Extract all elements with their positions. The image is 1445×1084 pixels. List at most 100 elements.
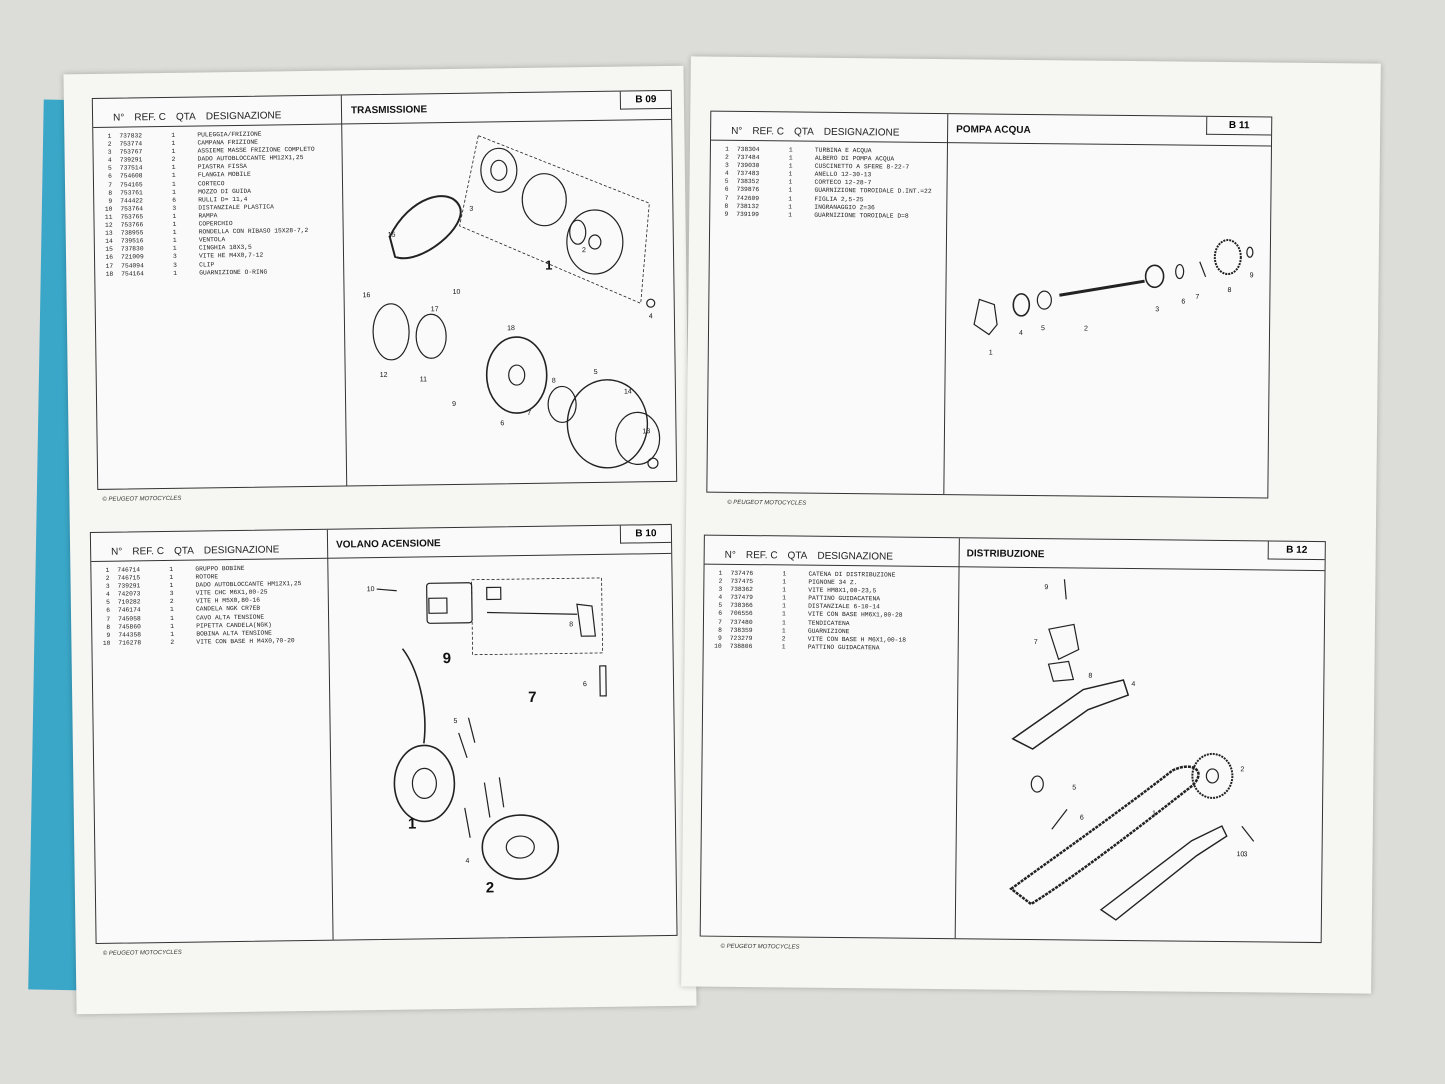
list-item-n: 3	[718, 585, 723, 593]
callout-13: 13	[642, 428, 650, 435]
col-designazione: DESIGNAZIONE	[205, 110, 282, 123]
list-item-qta: 2	[170, 638, 175, 646]
col-n: N°	[113, 112, 125, 124]
column-divider	[326, 529, 334, 940]
list-item-n: 8	[108, 189, 113, 197]
panel-title: VOLANO ACENSIONE	[335, 538, 441, 551]
list-item-qta: 1	[788, 195, 793, 203]
panel-title: POMPA ACQUA	[956, 124, 1031, 136]
callout-16: 16	[363, 292, 371, 299]
list-item-n: 6	[108, 173, 112, 181]
callout-4: 4	[1131, 681, 1135, 688]
list-item-n: 10	[714, 642, 722, 650]
list-item-desc: CLIP	[199, 260, 215, 268]
list-item-n: 9	[717, 634, 722, 642]
list-item-n: 5	[718, 602, 723, 610]
callout-5: 5	[453, 718, 457, 725]
list-item-n: 2	[105, 574, 110, 582]
col-n: N°	[724, 549, 736, 561]
list-item-n: 6	[106, 607, 111, 615]
right-page: N° REF. C QTA DESIGNAZIONE POMPA ACQUA B…	[681, 56, 1381, 994]
list-item-ref: 739199	[736, 210, 759, 218]
list-item-n: 1	[725, 145, 729, 153]
list-item-qta: 1	[782, 594, 787, 602]
callout-9: 9	[452, 401, 456, 408]
list-item-desc: VITE CON BASE H M4X0,70-20	[196, 637, 295, 646]
panel-footer: © PEUGEOT MOTOCYCLES	[102, 495, 182, 503]
list-item-desc: VITE HE M4X0,7-12	[198, 252, 264, 260]
list-item-n: 2	[718, 577, 723, 585]
panel-code: B 12	[1267, 541, 1325, 561]
callout-9: 9	[443, 650, 452, 667]
list-item-desc: RAMPA	[198, 212, 218, 220]
pompa-acqua-diagram: 1 2 3 4 5 6 7 8 9	[973, 239, 1254, 357]
panel-code: B 10	[619, 524, 672, 544]
callout-2: 2	[486, 879, 495, 896]
list-item-n: 1	[107, 132, 112, 140]
list-item-n: 9	[106, 631, 111, 639]
column-headers: N° REF. C QTA DESIGNAZIONE	[705, 536, 975, 567]
list-item-qta: 1	[788, 211, 793, 219]
list-item-qta: 1	[173, 269, 178, 277]
list-item-ref: 754164	[121, 269, 144, 278]
column-divider	[943, 114, 949, 495]
callout-17: 17	[431, 306, 439, 313]
list-item-n: 8	[724, 202, 729, 210]
col-qta: QTA	[173, 545, 194, 557]
col-ref: REF. C	[752, 126, 785, 138]
list-item-qta: 1	[782, 578, 787, 586]
list-item-desc: GRUPPO BOBINE	[195, 564, 245, 573]
callout-5: 5	[1041, 325, 1045, 332]
column-headers: N° REF. C QTA DESIGNAZIONE	[711, 112, 961, 143]
list-item-n: 16	[105, 254, 114, 262]
callout-6: 6	[583, 681, 587, 688]
panel-footer: © PEUGEOT MOTOCYCLES	[102, 949, 182, 957]
callout-7: 7	[1195, 294, 1199, 301]
list-item-qta: 1	[782, 602, 786, 610]
list-item-n: 7	[724, 194, 729, 202]
list-item-n: 10	[104, 205, 113, 213]
list-item-n: 3	[724, 161, 729, 170]
list-item-ref: 716278	[118, 639, 142, 647]
list-item-n: 18	[105, 270, 114, 278]
col-designazione: DESIGNAZIONE	[203, 544, 280, 557]
list-item: 18 754164 1 GUARNIZIONE O-RING	[99, 267, 316, 278]
col-ref: REF. C	[132, 546, 165, 558]
list-item-n: 3	[107, 148, 112, 156]
callout-3: 3	[469, 206, 473, 213]
col-n: N°	[731, 125, 743, 137]
col-designazione: DESIGNAZIONE	[823, 126, 900, 139]
list-item-qta: 1	[788, 170, 793, 178]
list-item-n: 4	[718, 594, 723, 602]
list-item-qta: 1	[782, 610, 786, 618]
callout-2: 2	[1240, 766, 1244, 773]
callout-4: 4	[1019, 330, 1023, 337]
list-item-desc: GUARNIZIONE O-RING	[199, 268, 268, 277]
callout-7: 7	[1034, 639, 1038, 646]
col-qta: QTA	[787, 550, 808, 562]
callout-7: 7	[527, 410, 531, 417]
list-item-qta: 1	[782, 586, 787, 594]
list-item-qta: 1	[788, 146, 793, 154]
list-item-n: 7	[718, 618, 723, 626]
column-divider	[954, 538, 960, 939]
left-page: N° REF. C QTA DESIGNAZIONE TRASMISSIONE …	[63, 65, 697, 1015]
callout-11: 11	[420, 376, 427, 383]
list-item-qta: 1	[788, 162, 793, 170]
list-item-n: 6	[724, 186, 729, 194]
callout-1: 1	[1152, 810, 1156, 817]
list-item-n: 8	[106, 623, 111, 631]
callout-8: 8	[1088, 673, 1092, 680]
callout-8: 8	[569, 621, 573, 628]
callout-15: 15	[388, 232, 396, 239]
column-headers: N° REF. C QTA DESIGNAZIONE	[91, 530, 331, 561]
callout-6: 6	[500, 420, 504, 427]
col-qta: QTA	[793, 126, 814, 138]
list-item-n: 11	[104, 213, 113, 221]
panel-footer: © PEUGEOT MOTOCYCLES	[727, 499, 807, 507]
list-item-n: 15	[105, 246, 113, 254]
